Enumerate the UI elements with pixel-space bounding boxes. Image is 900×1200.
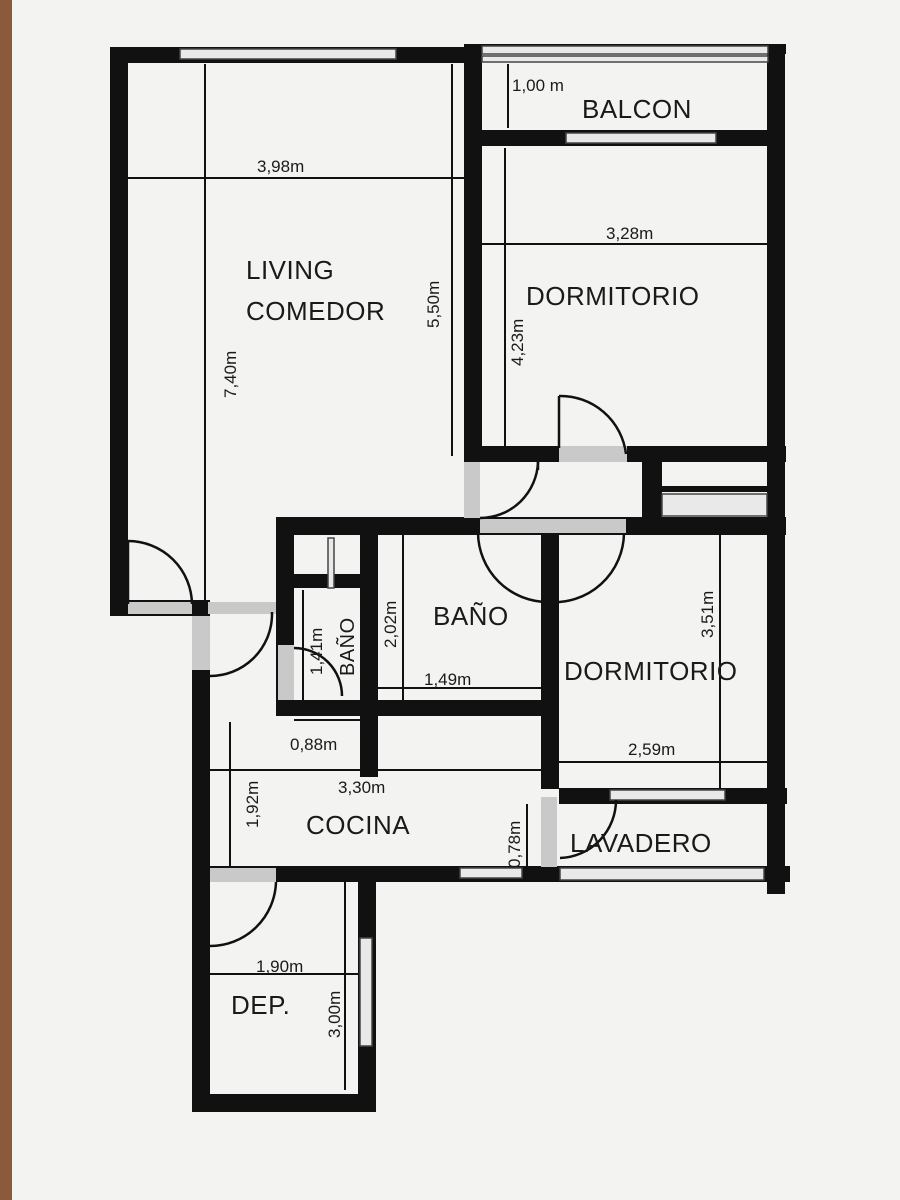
- dim-bano-height: 2,02m: [381, 601, 400, 648]
- dim-dep-width: 1,90m: [256, 957, 303, 976]
- room-label-dep: DEP.: [231, 990, 290, 1020]
- dim-dorm2-width: 2,59m: [628, 740, 675, 759]
- room-label-bano-small: BAÑO: [335, 617, 359, 676]
- dim-living-length: 7,40m: [221, 351, 240, 398]
- room-label-balcon: BALCON: [582, 94, 692, 124]
- dim-balcon-depth: 1,00 m: [512, 76, 564, 95]
- room-label-dormitorio-2: DORMITORIO: [564, 656, 738, 686]
- dim-cocina-depth: 1,92m: [243, 781, 262, 828]
- dimension-lines: [128, 64, 767, 1090]
- walls: [110, 44, 790, 1112]
- dim-bano-width: 1,49m: [424, 670, 471, 689]
- room-label-living: LIVING: [246, 255, 334, 285]
- room-label-bano: BAÑO: [433, 601, 509, 631]
- room-label-comedor: COMEDOR: [246, 296, 385, 326]
- openings: [128, 446, 627, 882]
- doors: [126, 394, 628, 948]
- dim-living-partial: 5,50m: [424, 281, 443, 328]
- dim-living-width: 3,98m: [257, 157, 304, 176]
- dim-lavadero-depth: 0,78m: [505, 821, 524, 868]
- paper-edge: [0, 0, 12, 1200]
- room-label-cocina: COCINA: [306, 810, 410, 840]
- room-label-dormitorio-1: DORMITORIO: [526, 281, 700, 311]
- dim-small-bano-height: 1,41m: [307, 628, 326, 675]
- dim-small-bano-width: 0,88m: [290, 735, 337, 754]
- dim-cocina-width: 3,30m: [338, 778, 385, 797]
- room-label-lavadero: LAVADERO: [570, 828, 712, 858]
- dim-dep-length: 3,00m: [325, 991, 344, 1038]
- windows: [179, 45, 769, 1047]
- dim-dorm1-width: 3,28m: [606, 224, 653, 243]
- dim-dorm1-length: 4,23m: [508, 319, 527, 366]
- dim-dorm2-length: 3,51m: [698, 591, 717, 638]
